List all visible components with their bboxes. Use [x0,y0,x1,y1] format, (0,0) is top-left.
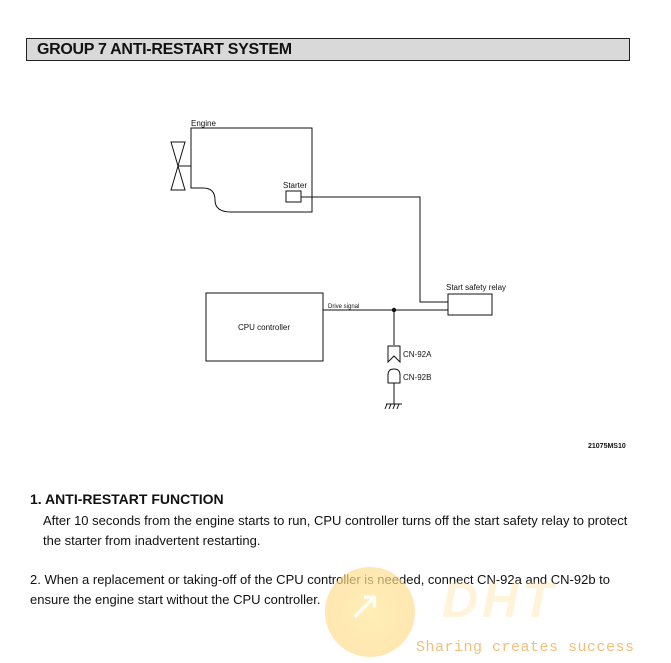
starter-label: Starter [283,181,307,190]
drive-signal-label: Drive signal [328,304,359,310]
engine-label: Engine [191,119,216,128]
cn92a-label: CN-92A [403,350,432,359]
starter-wire [301,196,448,303]
paragraph-1: After 10 seconds from the engine starts … [43,513,628,548]
relay-box [447,293,493,316]
cpu-controller-label: CPU controller [238,323,290,332]
group-header: GROUP 7 ANTI-RESTART SYSTEM [26,38,630,61]
ground-icon [384,383,402,410]
paragraph-2: 2. When a replacement or taking-off of t… [30,572,611,607]
engine-block [190,127,313,213]
starter-box [285,190,302,203]
figure-id: 21075MS10 [588,443,626,450]
cn92b-connector [387,368,401,384]
relay-label: Start safety relay [446,283,506,292]
cn92a-connector [387,345,401,364]
cn92b-label: CN-92B [403,373,431,382]
page-title: GROUP 7 ANTI-RESTART SYSTEM [37,41,292,58]
section-heading: 1. ANTI-RESTART FUNCTION [30,491,224,507]
cpu-controller-box [205,292,324,362]
fan-icon [170,141,191,191]
